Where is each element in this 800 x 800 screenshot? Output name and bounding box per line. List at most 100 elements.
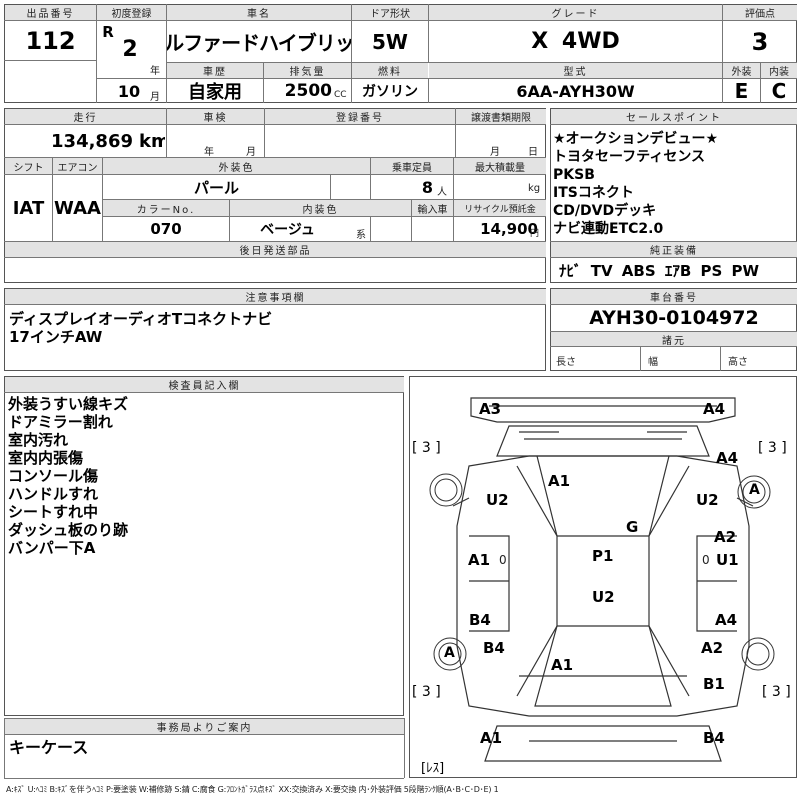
mileage: 134,869 (51, 130, 133, 152)
tread-bracket: [ 3 ] (758, 440, 787, 456)
ext-color-label: 外装色 (103, 158, 370, 174)
transfer-month-unit: 月 (490, 147, 500, 158)
inspection-month-unit: 月 (246, 147, 256, 158)
sales-panel (550, 108, 797, 283)
car-diagram-panel (409, 376, 797, 778)
mileage-label: 走行 (5, 109, 166, 124)
inspector-label: 検査員記入欄 (5, 377, 404, 392)
front-right-tire-icon (737, 475, 771, 509)
rear-right-tire-icon (741, 637, 775, 671)
sales-line: ナビ連動ETC2.0 (553, 221, 664, 237)
model-label: 型式 (429, 63, 722, 78)
door-type: 5W (372, 29, 408, 54)
damage-mark: P1 (592, 547, 614, 565)
damage-mark: U2 (486, 491, 509, 509)
office-note: キーケース (9, 738, 89, 757)
color-no-label: カラーNo. (103, 200, 229, 216)
recycle-fee: 14,900 (480, 220, 538, 238)
import-label: 輸入車 (412, 200, 453, 216)
recycle-label: リサイクル預託金 (454, 200, 546, 216)
mileage-unit: km (139, 130, 165, 152)
capacity-label: 乗車定員 (371, 158, 453, 174)
sales-line: PKSB (553, 167, 595, 183)
chassis-number: AYH30-0104972 (589, 307, 759, 329)
zero-mark: 0 (702, 553, 710, 567)
month-unit: 月 (150, 92, 160, 103)
inspector-line: ダッシュ板のり跡 (8, 521, 129, 539)
damage-mark: A4 (715, 611, 738, 629)
transfer-day-unit: 日 (528, 147, 538, 158)
tread-bracket: [ 3 ] (412, 684, 441, 700)
ext-color: パール (193, 178, 239, 197)
sales-line: CD/DVDデッキ (553, 203, 657, 219)
office-label: 事務局よりご案内 (5, 719, 404, 734)
later-parts-label: 後日発送部品 (5, 242, 546, 257)
rear-left-tire-icon (433, 637, 467, 671)
inspector-line: コンソール傷 (8, 467, 99, 485)
damage-mark: U1 (716, 551, 739, 569)
displacement-label: 排気量 (264, 63, 351, 78)
notes-line: 17インチAW (9, 328, 103, 346)
sales-label: セールスポイント (551, 109, 797, 124)
spare-tire-mark: [ﾚｽ] (421, 761, 445, 776)
dims-label: 諸元 (551, 332, 797, 346)
damage-mark: A1 (551, 656, 574, 674)
int-grade: C (771, 79, 787, 103)
damage-mark: A1 (468, 551, 491, 569)
reg-year: 2 (122, 36, 138, 62)
sales-line: ★オークションデビュー★ (553, 131, 719, 147)
lot-no-label: 出品番号 (5, 5, 96, 20)
front-left-tire-icon (429, 473, 463, 507)
damage-mark: U2 (696, 491, 719, 509)
first-reg-label: 初度登録 (97, 5, 166, 20)
sales-line: ITSコネクト (553, 185, 634, 201)
zero-mark: 0 (499, 553, 507, 567)
inspection-label: 車検 (167, 109, 264, 124)
notes-line: ディスプレイオーディオTコネクトナビ (9, 310, 273, 328)
tread-bracket: [ 3 ] (412, 440, 441, 456)
damage-mark: A2 (701, 639, 724, 657)
damage-mark: A4 (703, 400, 726, 418)
car-name-label: 車名 (167, 5, 351, 20)
damage-mark: G (626, 518, 639, 536)
score-label: 評価点 (723, 5, 797, 20)
model: 6AA-AYH30W (516, 81, 635, 101)
chassis-panel (550, 288, 797, 371)
length-label: 長さ (556, 357, 576, 368)
inspector-line: 室内汚れ (8, 431, 69, 449)
car-outline-diagram (452, 397, 754, 762)
capacity-unit: 人 (437, 187, 447, 198)
sales-line: トヨタセーフティセンス (553, 149, 706, 165)
year-unit: 年 (150, 66, 160, 77)
damage-mark: A3 (479, 400, 502, 418)
ac-label: エアコン (53, 158, 102, 174)
equipment-label: 純正装備 (551, 242, 797, 257)
door-label: ドア形状 (352, 5, 428, 20)
max-load-unit: kg (528, 183, 541, 194)
damage-mark: A1 (480, 729, 503, 747)
shift: IAT (12, 197, 45, 219)
inspector-panel (4, 376, 404, 716)
int-color-label: 内装色 (230, 200, 411, 216)
int-color: ベージュ (260, 222, 315, 238)
era: R (102, 23, 114, 41)
int-label: 内装 (761, 63, 797, 78)
yen-unit: 円 (530, 229, 540, 239)
fuel-label: 燃料 (352, 63, 428, 78)
history-label: 車歴 (167, 63, 263, 78)
int-color-unit: 系 (356, 230, 366, 241)
reg-month: 10 (117, 81, 141, 101)
width-label: 幅 (648, 357, 658, 368)
damage-mark: A1 (548, 472, 571, 490)
header-panel (4, 4, 797, 103)
inspector-line: バンパー下A (8, 539, 96, 557)
equipment: ﾅﾋﾞ TV ABS ｴｱB PS PW (559, 262, 760, 280)
damage-mark: B4 (469, 611, 491, 629)
score: 3 (751, 27, 769, 56)
notes-panel (4, 288, 546, 371)
car-name: アルファードハイブリッド (167, 31, 351, 55)
inspector-line: ハンドルすれ (8, 485, 99, 503)
damage-mark: B1 (703, 675, 725, 693)
damage-mark: B4 (483, 639, 505, 657)
max-load-label: 最大積載量 (454, 158, 546, 174)
